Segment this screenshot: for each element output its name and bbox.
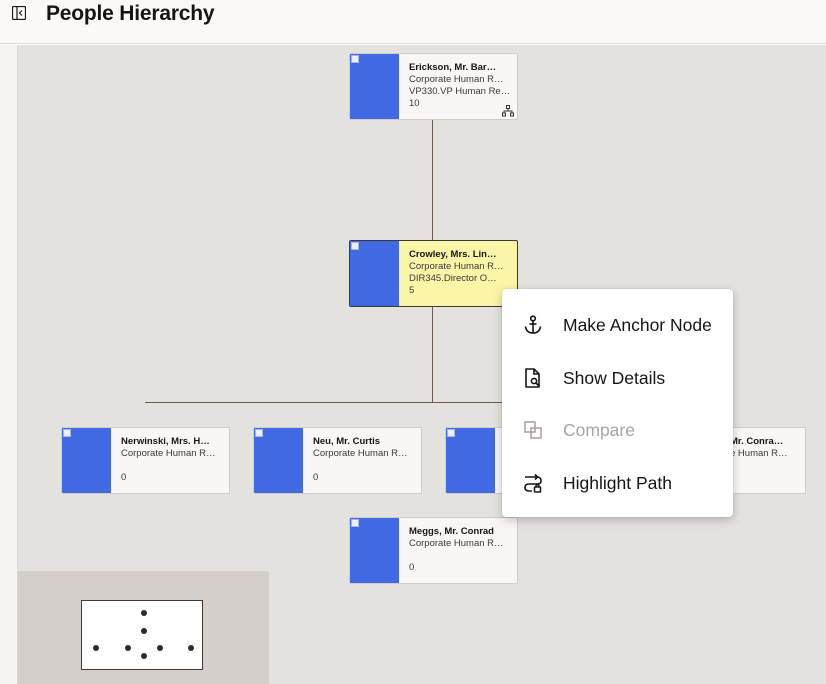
avatar (350, 241, 399, 306)
node-count: 0 (313, 472, 319, 483)
node-department: Corporate Human R… (121, 448, 216, 459)
overview-dot (93, 645, 99, 651)
broken-image-icon (447, 429, 455, 437)
node-erickson[interactable]: Erickson, Mr. Bar… Corporate Human R… VP… (349, 53, 518, 120)
highlight-path-icon (522, 472, 544, 494)
node-neu[interactable]: Neu, Mr. Curtis Corporate Human R… 0 (253, 427, 422, 494)
avatar (62, 428, 111, 493)
node-position: DIR345.Director O… (409, 273, 497, 284)
node-department: e Human R… (730, 448, 788, 459)
broken-image-icon (351, 55, 359, 63)
broken-image-icon (255, 429, 263, 437)
page-header: People Hierarchy (0, 0, 826, 44)
broken-image-icon (63, 429, 71, 437)
menu-item-label: Highlight Path (563, 472, 672, 493)
menu-item-highlight-path[interactable]: Highlight Path (502, 460, 733, 506)
connector-line (432, 307, 433, 402)
avatar (350, 54, 399, 119)
node-name: Crowley, Mrs. Lin… (409, 249, 497, 260)
node-name: Erickson, Mr. Bar… (409, 62, 497, 73)
connector-line (432, 120, 433, 241)
overview-viewport[interactable] (81, 600, 203, 670)
node-name: Meggs, Mr. Conrad (409, 526, 494, 537)
connector-line (145, 402, 545, 403)
overview-panel (18, 571, 269, 684)
left-panel-strip (0, 45, 18, 684)
node-count: 5 (409, 285, 415, 296)
compare-icon (522, 419, 544, 441)
overview-dot (141, 653, 147, 659)
menu-item-show-details[interactable]: Show Details (502, 355, 733, 401)
overview-dot (141, 628, 147, 634)
node-meggs[interactable]: Meggs, Mr. Conrad Corporate Human R… 0 (349, 517, 518, 584)
anchor-icon (522, 314, 544, 336)
node-count: 10 (409, 98, 420, 109)
avatar (350, 518, 399, 583)
broken-image-icon (351, 519, 359, 527)
node-nerwinski[interactable]: Nerwinski, Mrs. H… Corporate Human R… 0 (61, 427, 230, 494)
node-count: 0 (409, 562, 415, 573)
menu-item-make-anchor-node[interactable]: Make Anchor Node (502, 302, 733, 348)
node-department: Corporate Human R… (409, 261, 504, 272)
menu-item-label: Show Details (563, 367, 666, 388)
node-department: Corporate Human R… (409, 538, 504, 549)
menu-item-label: Make Anchor Node (563, 314, 712, 335)
overview-dot (141, 610, 147, 616)
context-menu: Make Anchor Node Show Details Compare (502, 289, 733, 517)
node-name: Mr. Conra… (730, 436, 784, 447)
avatar (254, 428, 303, 493)
overview-dot (157, 645, 163, 651)
broken-image-icon (351, 242, 359, 250)
node-name: Nerwinski, Mrs. H… (121, 436, 210, 447)
menu-item-compare[interactable]: Compare (502, 407, 733, 453)
overview-dot (125, 645, 131, 651)
menu-item-label: Compare (563, 419, 635, 440)
overview-dot (188, 645, 194, 651)
node-crowley[interactable]: Crowley, Mrs. Lin… Corporate Human R… DI… (349, 240, 518, 307)
document-search-icon (522, 367, 544, 389)
panel-toggle-icon[interactable] (10, 4, 28, 22)
hierarchy-canvas[interactable]: Erickson, Mr. Bar… Corporate Human R… VP… (18, 45, 826, 684)
page-title: People Hierarchy (46, 2, 215, 25)
node-department: Corporate Human R… (313, 448, 408, 459)
node-name: Neu, Mr. Curtis (313, 436, 381, 447)
hierarchy-icon[interactable] (502, 105, 514, 117)
avatar (446, 428, 495, 493)
node-position: VP330.VP Human Re… (409, 86, 511, 97)
node-count: 0 (121, 472, 127, 483)
node-department: Corporate Human R… (409, 74, 504, 85)
